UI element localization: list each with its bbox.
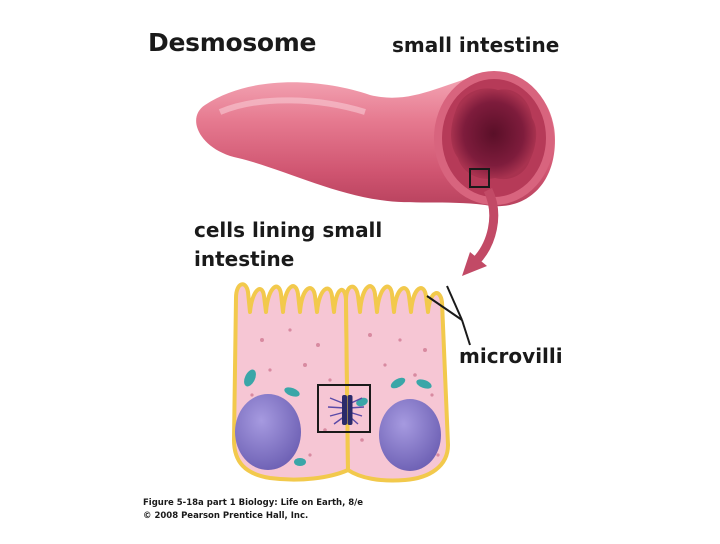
small-intestine-illustration xyxy=(196,71,555,207)
copyright-line: © 2008 Pearson Prentice Hall, Inc. xyxy=(143,511,309,521)
intestine-lumen xyxy=(451,88,537,180)
microvilli-label: microvilli xyxy=(459,344,563,368)
figure-number: Figure 5-18a part 1 xyxy=(143,498,236,508)
book-title: Biology: Life on Earth, 8/e xyxy=(238,498,364,508)
zoom-arrow xyxy=(462,188,499,276)
small-intestine-label: small intestine xyxy=(392,33,560,57)
left-nucleus xyxy=(235,394,301,470)
right-nucleus xyxy=(379,399,441,471)
desmosome-junction xyxy=(317,384,371,433)
cells-lining-label-line2: intestine xyxy=(194,247,295,271)
epithelial-cells xyxy=(232,282,450,483)
desmosome-zoom-box xyxy=(317,384,371,433)
diagram-title: Desmosome xyxy=(148,28,317,57)
microvilli-pointer xyxy=(426,285,471,346)
figure-caption: Figure 5-18a part 1 Biology: Life on Ear… xyxy=(143,498,363,508)
cells-lining-label-line1: cells lining small xyxy=(194,218,383,242)
intestine-zoom-box xyxy=(469,168,490,188)
